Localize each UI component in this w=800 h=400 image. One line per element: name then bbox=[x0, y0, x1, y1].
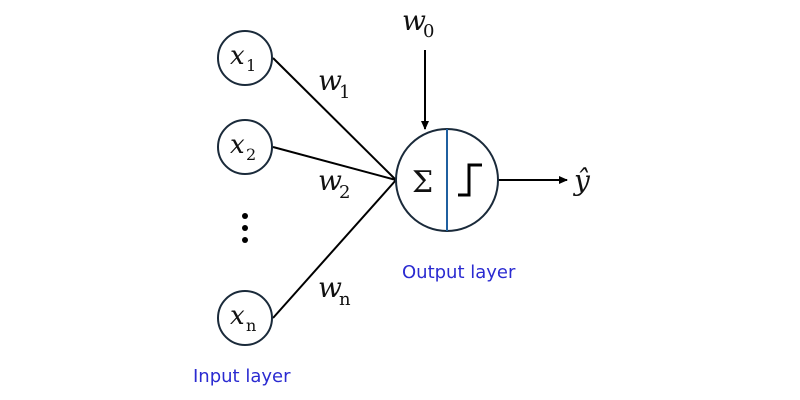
weight-label-1: w 1 bbox=[318, 64, 350, 103]
bias-label: w 0 bbox=[402, 4, 434, 42]
input-var: x bbox=[230, 130, 245, 160]
weight-var: w bbox=[318, 271, 342, 304]
input-sub: 1 bbox=[246, 56, 256, 75]
weight-label-n: w n bbox=[318, 271, 351, 310]
output-label: ŷ bbox=[572, 164, 591, 197]
input-sub: 2 bbox=[246, 145, 256, 164]
weight-sub: 2 bbox=[339, 182, 350, 203]
output-layer-label: Output layer bbox=[402, 262, 516, 283]
input-var: x bbox=[230, 41, 245, 71]
weight-var: w bbox=[318, 64, 342, 97]
bias-var: w bbox=[402, 4, 426, 37]
input-sub: n bbox=[246, 316, 256, 335]
input-node-n: x n bbox=[217, 290, 273, 346]
input-var: x bbox=[230, 301, 245, 331]
step-function-icon bbox=[458, 163, 482, 197]
edge-x1 bbox=[272, 57, 397, 181]
weight-sub: 1 bbox=[339, 82, 350, 103]
weight-label-2: w 2 bbox=[318, 164, 350, 203]
input-layer-label: Input layer bbox=[193, 366, 291, 387]
bias-sub: 0 bbox=[423, 21, 434, 42]
input-node-2: x 2 bbox=[217, 119, 273, 175]
neuron-node: Σ bbox=[395, 128, 499, 232]
edge-xn bbox=[272, 179, 397, 319]
input-node-1: x 1 bbox=[217, 30, 273, 86]
weight-var: w bbox=[318, 164, 342, 197]
ellipsis-dots bbox=[242, 213, 248, 243]
edge-x2 bbox=[272, 146, 397, 181]
sum-icon: Σ bbox=[412, 165, 433, 200]
weight-sub: n bbox=[339, 289, 351, 310]
